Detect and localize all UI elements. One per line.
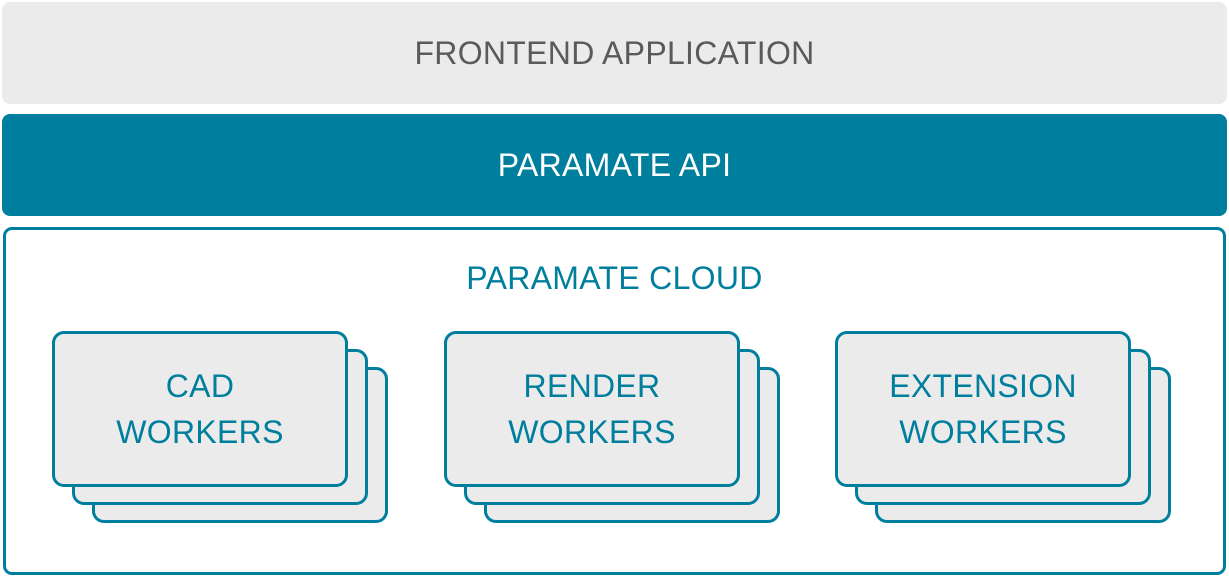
extension-workers-line1: EXTENSION xyxy=(889,368,1077,404)
extension-workers-card: EXTENSION WORKERS xyxy=(835,331,1131,487)
cad-workers-stack: CAD WORKERS xyxy=(52,331,392,527)
paramate-api-layer: PARAMATE API xyxy=(2,114,1227,216)
paramate-api-label: PARAMATE API xyxy=(497,146,732,183)
cad-workers-line2: WORKERS xyxy=(116,414,284,450)
cad-workers-line1: CAD xyxy=(165,368,235,404)
render-workers-card: RENDER WORKERS xyxy=(444,331,740,487)
paramate-cloud-container: PARAMATE CLOUD CAD WORKERS RENDER WORKER… xyxy=(3,227,1226,575)
render-workers-line2: WORKERS xyxy=(508,414,676,450)
extension-workers-line2: WORKERS xyxy=(899,414,1067,450)
cad-workers-card: CAD WORKERS xyxy=(52,331,348,487)
render-workers-stack: RENDER WORKERS xyxy=(444,331,784,527)
render-workers-line1: RENDER xyxy=(523,368,661,404)
paramate-cloud-label: PARAMATE CLOUD xyxy=(466,260,763,296)
frontend-application-layer: FRONTEND APPLICATION xyxy=(2,2,1227,104)
frontend-application-label: FRONTEND APPLICATION xyxy=(414,34,815,71)
extension-workers-stack: EXTENSION WORKERS xyxy=(835,331,1175,527)
